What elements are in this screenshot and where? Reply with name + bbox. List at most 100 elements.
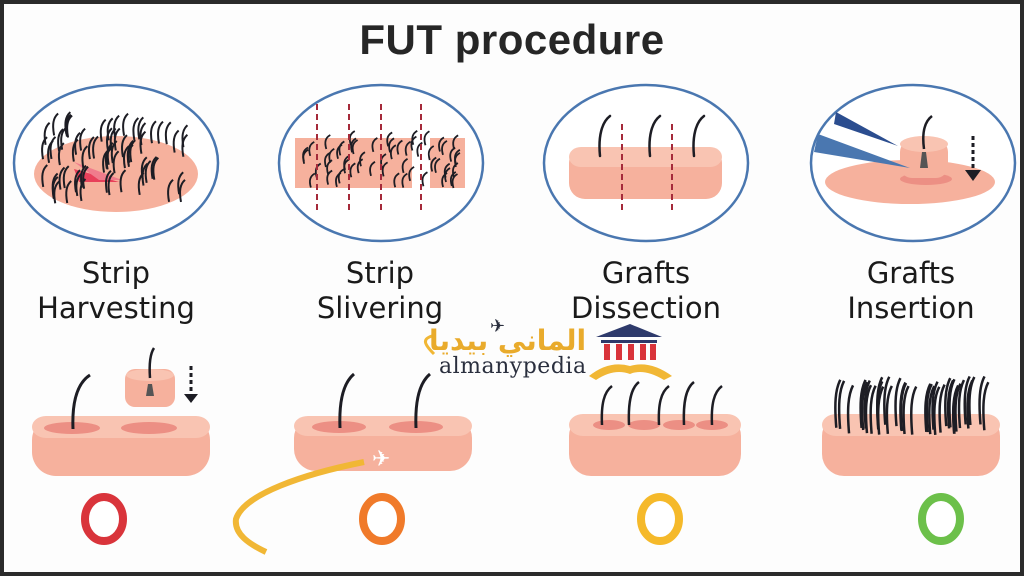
hair-strand xyxy=(350,137,357,153)
hair-strand xyxy=(452,134,459,150)
hair-strand xyxy=(324,152,331,168)
hair-strand xyxy=(963,375,971,425)
hair-strand xyxy=(144,160,152,184)
hair-strand xyxy=(326,159,333,175)
hair-strand xyxy=(343,158,350,174)
hair-strand xyxy=(122,112,129,136)
hair-strand xyxy=(883,376,891,425)
hair-strand xyxy=(112,150,120,174)
hair-strand xyxy=(328,147,335,163)
step-3-illustration xyxy=(569,381,741,476)
hair-strand xyxy=(869,385,877,434)
hair-strand xyxy=(349,162,356,178)
hair-strand xyxy=(894,377,902,427)
hair-strand xyxy=(885,385,893,435)
hair-strand xyxy=(441,172,448,188)
hair-strand xyxy=(51,176,59,200)
hair-strand xyxy=(150,156,158,179)
hair-strand xyxy=(925,383,933,433)
hair-strand xyxy=(337,168,345,184)
hair-strand xyxy=(324,134,331,150)
hair-strand xyxy=(81,145,89,169)
hair-strand xyxy=(79,127,86,151)
plane-icon: ✈ xyxy=(490,316,505,337)
hair-strand xyxy=(423,130,430,146)
hair-strand xyxy=(438,136,445,152)
hair-strand xyxy=(451,173,458,189)
hair-strand xyxy=(356,158,364,174)
step-2-closeup xyxy=(277,83,485,243)
hair-strand xyxy=(863,379,871,429)
timeline-node-1 xyxy=(81,493,127,545)
hair-strand xyxy=(404,140,412,156)
hair-strand xyxy=(137,116,145,140)
hair-strand xyxy=(452,162,459,178)
timeline xyxy=(81,493,964,545)
step-2-label: Strip Slivering xyxy=(316,256,444,325)
hair-strand xyxy=(910,386,918,435)
dense-hair xyxy=(834,375,990,435)
hair-strand xyxy=(944,377,952,427)
hair-strand xyxy=(79,178,87,202)
hair-strand xyxy=(933,386,941,435)
hair-strand xyxy=(861,381,869,431)
hair-strand xyxy=(449,171,457,187)
step-3-closeup xyxy=(542,83,750,243)
hair-strand xyxy=(434,157,441,173)
hair-strand xyxy=(369,161,376,177)
hair-strand xyxy=(139,130,147,154)
hair-strand xyxy=(150,120,157,144)
hair-strand xyxy=(113,114,120,138)
hair-follicle xyxy=(920,152,928,168)
hair-strand xyxy=(106,142,114,165)
step-1-closeup xyxy=(12,83,220,243)
hair-strand xyxy=(99,118,107,142)
diagram-canvas: FUT procedure xyxy=(4,4,1020,572)
hair-strand xyxy=(411,129,418,146)
hair-strand xyxy=(410,135,417,151)
hair-strand xyxy=(954,383,962,432)
hair-strand xyxy=(421,171,428,187)
hair-strand xyxy=(326,169,333,185)
hair-strand xyxy=(359,151,366,167)
step-4-label: Grafts Insertion xyxy=(847,256,975,325)
hair-strand xyxy=(121,134,128,158)
hair-strand xyxy=(74,169,81,193)
step-2-illustration xyxy=(294,372,472,471)
step-1-label: Strip Harvesting xyxy=(37,256,195,325)
hair-strand xyxy=(859,379,867,429)
hair-strand xyxy=(309,172,316,188)
illustration: ✈ ✈ xyxy=(12,83,1017,555)
hair-strand xyxy=(179,179,186,203)
hair-strand xyxy=(107,172,115,196)
hair-strand xyxy=(388,137,395,153)
step-4-closeup xyxy=(809,83,1017,243)
hair-strand xyxy=(164,121,172,145)
plane-icon: ✈ xyxy=(372,447,390,472)
hair-strand xyxy=(427,145,435,161)
hair-strand xyxy=(846,384,855,434)
hair-strand xyxy=(65,180,72,204)
hair-strand xyxy=(338,140,345,156)
hair-strand xyxy=(371,137,378,153)
hair-strand xyxy=(106,117,114,141)
hair-strand xyxy=(430,156,437,172)
hair-strand xyxy=(119,169,127,193)
timeline-node-3 xyxy=(637,493,683,545)
hair-strand xyxy=(41,136,48,160)
hair-strand xyxy=(928,385,936,435)
building-book-logo xyxy=(589,324,672,380)
hair-strand xyxy=(899,381,907,431)
diagram-title: FUT procedure xyxy=(359,16,665,63)
hair-strand xyxy=(834,379,842,428)
hair-strand xyxy=(966,379,974,429)
hair-strand xyxy=(381,161,389,177)
hair-strand xyxy=(181,133,189,157)
hair-strand xyxy=(922,115,933,150)
hair-strand xyxy=(837,380,846,429)
hair-strand xyxy=(172,129,180,153)
hair-strand xyxy=(386,131,393,147)
hair-strands xyxy=(600,381,723,426)
hair-strand xyxy=(957,379,966,429)
hair-strand xyxy=(41,164,48,188)
